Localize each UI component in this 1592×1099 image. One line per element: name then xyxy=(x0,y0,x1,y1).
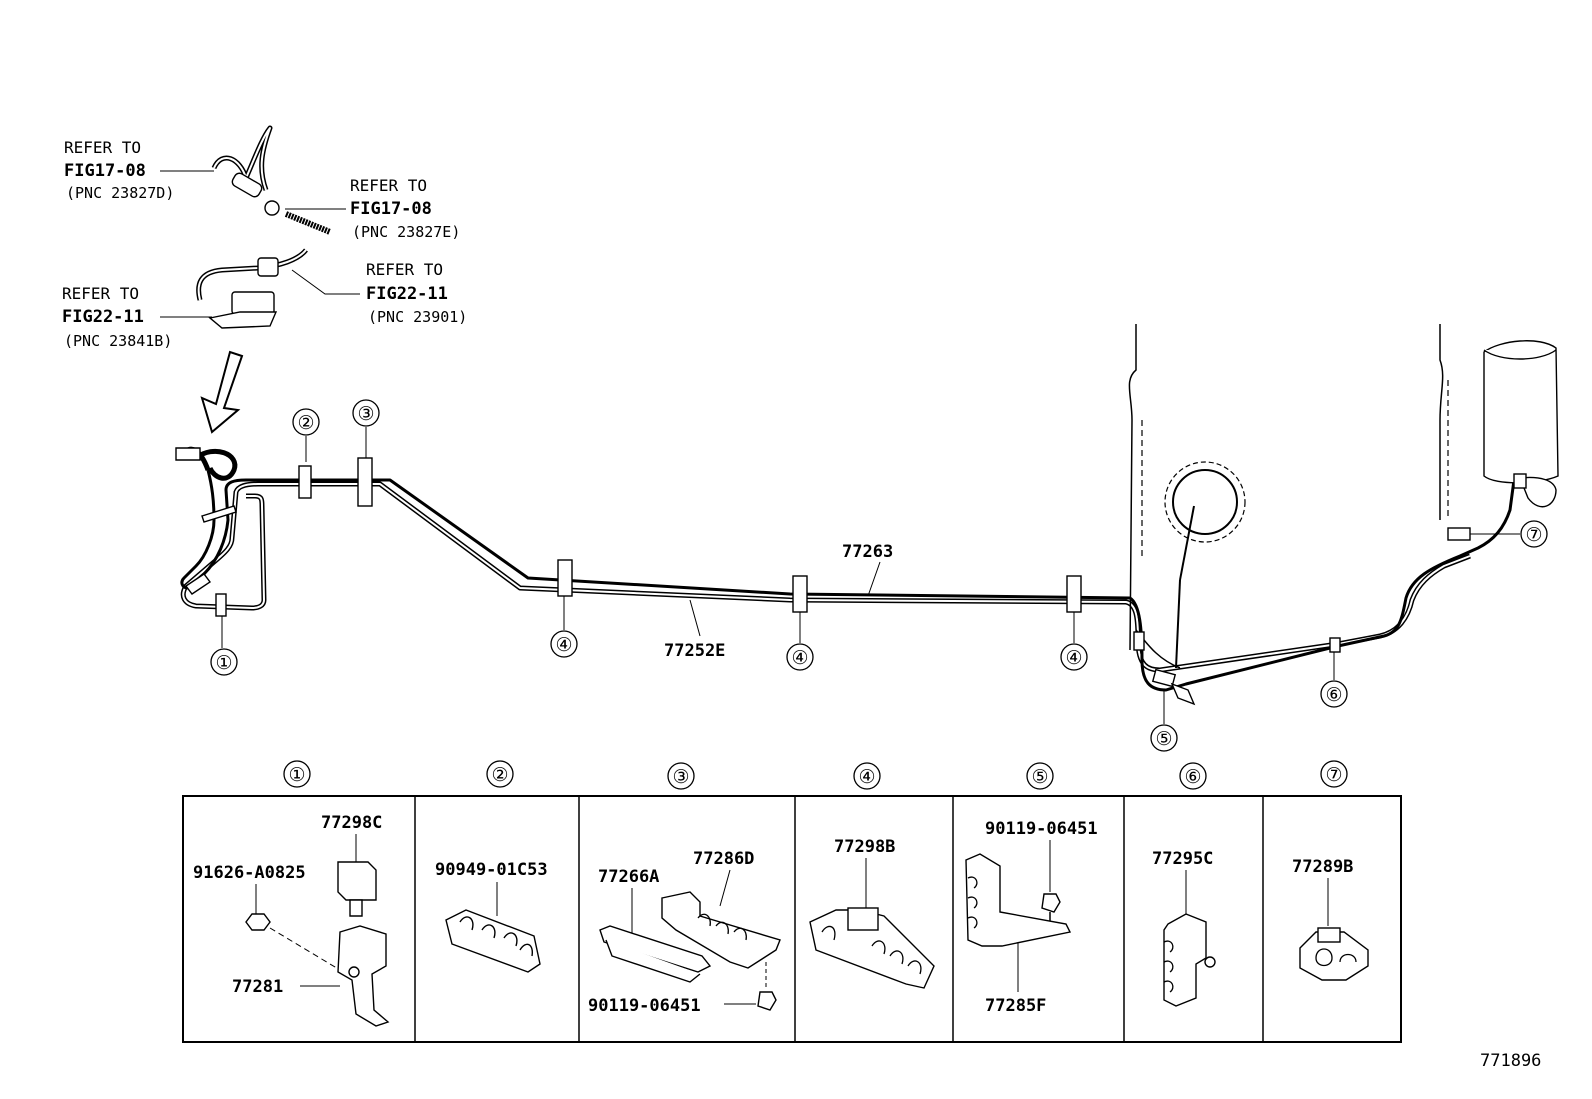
part-77289b[interactable]: 77289B xyxy=(1292,857,1353,877)
ref-label: REFER TO xyxy=(62,284,139,303)
ref-fig: FIG22-11 xyxy=(366,284,448,304)
detail-header-1: ① xyxy=(283,760,311,788)
part-77295c[interactable]: 77295C xyxy=(1152,849,1213,869)
detail-cell-4: 77298B xyxy=(809,837,935,989)
detail-header-4: ④ xyxy=(853,762,881,790)
figure-id: 771896 xyxy=(1480,1051,1541,1071)
svg-text:④: ④ xyxy=(858,766,875,788)
ref-fig: FIG17-08 xyxy=(64,161,146,181)
part-77266a[interactable]: 77266A xyxy=(598,867,659,887)
svg-text:②: ② xyxy=(297,412,314,434)
svg-text:①: ① xyxy=(288,764,305,786)
vehicle-frame xyxy=(1128,324,1449,706)
detail-cell-2: 90949-01C53 xyxy=(435,860,548,973)
callout-4c[interactable]: ④ xyxy=(1060,612,1088,671)
callout-4a[interactable]: ④ xyxy=(550,596,578,658)
ref-label: REFER TO xyxy=(350,176,427,195)
detail-header-3: ③ xyxy=(667,762,695,790)
ref-pnc: (PNC 23827D) xyxy=(66,184,174,202)
ref-22-11-b: REFER TO FIG22-11 (PNC 23841B) xyxy=(62,284,212,350)
brake-pipes xyxy=(175,446,1516,692)
svg-text:④: ④ xyxy=(791,647,808,669)
detail-table-frame xyxy=(182,795,1402,1043)
svg-text:⑤: ⑤ xyxy=(1155,728,1172,750)
svg-text:④: ④ xyxy=(555,634,572,656)
detail-header-6: ⑥ xyxy=(1179,762,1207,790)
callout-3[interactable]: ③ xyxy=(352,399,380,458)
svg-text:④: ④ xyxy=(1065,647,1082,669)
callout-4b[interactable]: ④ xyxy=(786,612,814,671)
detail-cell-6: 77295C xyxy=(1152,849,1216,1007)
part-91626-a0825[interactable]: 91626-A0825 xyxy=(193,863,306,883)
ref-fig: FIG17-08 xyxy=(350,199,432,219)
pipe-label-77263: 77263 xyxy=(842,542,893,562)
part-77285f[interactable]: 77285F xyxy=(985,996,1046,1016)
ref-17-08-e: REFER TO FIG17-08 (PNC 23827E) xyxy=(285,176,460,241)
callout-1[interactable]: ① xyxy=(210,616,238,676)
main-callouts: ① ② ③ ④ ④ ④ ⑤ xyxy=(210,399,1548,752)
part-90119-06451-b[interactable]: 90119-06451 xyxy=(985,819,1098,839)
svg-text:⑥: ⑥ xyxy=(1184,766,1201,788)
part-77281[interactable]: 77281 xyxy=(232,977,283,997)
ref-17-08-d: REFER TO FIG17-08 (PNC 23827D) xyxy=(64,138,214,202)
ref-label: REFER TO xyxy=(64,138,141,157)
svg-text:⑦: ⑦ xyxy=(1325,764,1342,786)
callout-2[interactable]: ② xyxy=(292,408,320,462)
pipe-clamps xyxy=(215,457,1471,688)
part-77286d[interactable]: 77286D xyxy=(693,849,754,869)
part-90949-01c53[interactable]: 90949-01C53 xyxy=(435,860,548,880)
part-77298b[interactable]: 77298B xyxy=(834,837,895,857)
svg-text:③: ③ xyxy=(672,766,689,788)
master-cylinder-hoses xyxy=(196,125,332,329)
svg-text:⑥: ⑥ xyxy=(1325,684,1342,706)
direction-arrow xyxy=(200,350,244,434)
callout-6[interactable]: ⑥ xyxy=(1320,652,1348,708)
svg-text:⑦: ⑦ xyxy=(1525,524,1542,546)
callout-5[interactable]: ⑤ xyxy=(1150,690,1178,752)
ref-22-11-a: REFER TO FIG22-11 (PNC 23901) xyxy=(291,260,467,326)
detail-header-5: ⑤ xyxy=(1026,762,1054,790)
detail-cell-5: 90119-06451 77285F xyxy=(965,819,1098,1016)
pipe-label-77252e: 77252E xyxy=(664,641,725,661)
svg-text:②: ② xyxy=(491,764,508,786)
svg-text:①: ① xyxy=(215,652,232,674)
detail-header-7: ⑦ xyxy=(1320,760,1348,788)
svg-text:③: ③ xyxy=(357,403,374,425)
detail-cell-1: 77298C 91626-A0825 77281 xyxy=(193,813,390,1027)
detail-cell-3: 77266A 77286D 90119-06451 xyxy=(588,849,781,1016)
callout-7[interactable]: ⑦ xyxy=(1470,520,1548,548)
ref-pnc: (PNC 23901) xyxy=(368,308,467,326)
ref-fig: FIG22-11 xyxy=(62,307,144,327)
part-90119-06451-a[interactable]: 90119-06451 xyxy=(588,996,701,1016)
svg-text:⑤: ⑤ xyxy=(1031,766,1048,788)
pipe-labels: 77263 77252E xyxy=(664,542,893,661)
ref-pnc: (PNC 23827E) xyxy=(352,223,460,241)
detail-header-2: ② xyxy=(486,760,514,788)
detail-cell-7: 77289B xyxy=(1292,857,1369,981)
ref-pnc: (PNC 23841B) xyxy=(64,332,172,350)
detail-headers: ① ② ③ ④ ⑤ ⑥ ⑦ xyxy=(283,760,1348,790)
brake-booster-tank xyxy=(1483,340,1559,508)
ref-label: REFER TO xyxy=(366,260,443,279)
part-77298c[interactable]: 77298C xyxy=(321,813,382,833)
